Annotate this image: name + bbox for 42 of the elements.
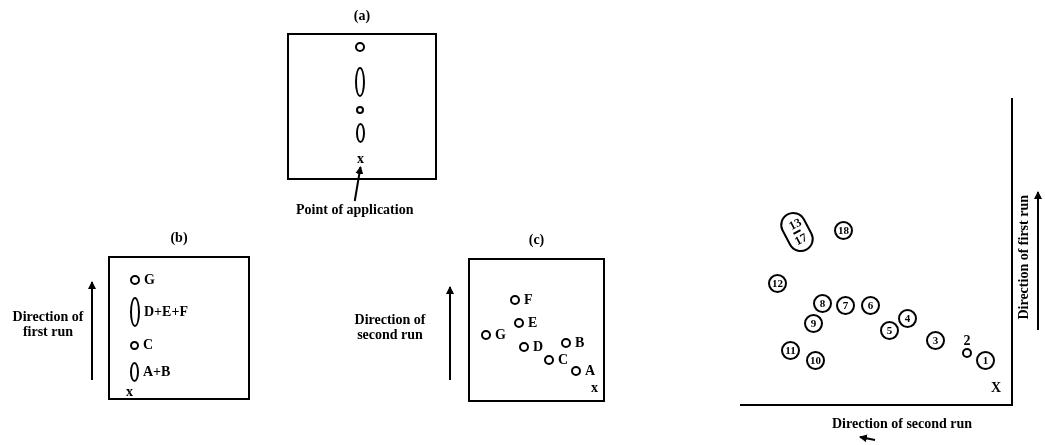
spot-label: D+E+F: [144, 305, 188, 319]
spot-label: A: [585, 364, 596, 378]
elongated-spot: [355, 67, 365, 97]
direction-label: Direction of first run: [11, 309, 85, 339]
numbered-spot: 10: [806, 351, 825, 370]
panel-label: (c): [527, 232, 546, 248]
direction-label: Direction of second run: [353, 312, 427, 342]
spot-label: C: [143, 338, 154, 352]
direction-label: Direction of second run: [832, 416, 973, 431]
spot-number: 13: [786, 216, 801, 235]
numbered-spot: 5: [880, 321, 899, 340]
numbered-spot: 11: [781, 341, 800, 360]
numbered-spot: 18: [834, 221, 853, 240]
panel-label: (a): [352, 8, 372, 24]
spot-label: E: [528, 316, 538, 330]
spot-label: B: [575, 336, 585, 350]
spot-label: D: [533, 340, 544, 354]
spot: [356, 106, 364, 114]
numbered-spot: 9: [804, 314, 823, 333]
panel-label: (b): [169, 230, 189, 246]
arrow: [353, 166, 364, 202]
spot-label: A+B: [143, 365, 171, 379]
numbered-spot: 7: [836, 296, 855, 315]
numbered-spot: 12: [768, 274, 787, 293]
spot-label: G: [495, 328, 506, 342]
caption-text: Point of application: [296, 202, 414, 218]
origin-mark: x: [357, 152, 364, 166]
origin-mark: x: [591, 380, 598, 395]
origin-mark: x: [126, 384, 133, 399]
numbered-spot: 4: [898, 309, 917, 328]
numbered-spot: 6: [861, 296, 880, 315]
spot-label: F: [524, 293, 533, 307]
numbered-spot: 1: [976, 351, 995, 370]
spot-label: C: [558, 353, 569, 367]
elongated-spot: [356, 123, 365, 143]
spot-label: G: [144, 273, 155, 287]
spot-label: 2: [963, 334, 971, 348]
numbered-spot: 3: [926, 331, 945, 350]
spot: [355, 42, 365, 52]
numbered-spot: 8: [813, 294, 832, 313]
origin-mark: X: [991, 380, 1002, 395]
direction-label: Direction of first run: [1016, 195, 1031, 320]
